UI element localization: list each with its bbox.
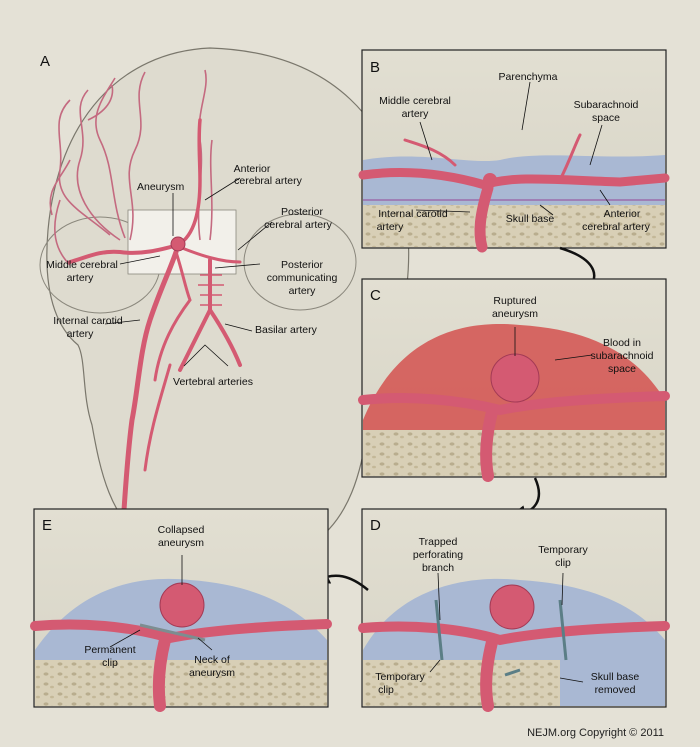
label-internal-carotid-a2: artery (67, 328, 95, 340)
label-posterior-comm-a1: Posterior (281, 259, 324, 271)
label-blood-3: space (608, 363, 636, 375)
label-collapsed-1: Collapsed (158, 524, 205, 536)
major-arteries (68, 118, 242, 513)
panel-d-clips (434, 599, 568, 677)
panel-b: B Parenchyma Middle cerebral artery Suba… (358, 49, 670, 253)
label-permanent-2: clip (102, 657, 118, 669)
label-trapped-3: branch (422, 562, 454, 574)
label-trapped-1: Trapped (419, 536, 458, 548)
panel-e-letter: E (42, 517, 52, 534)
label-collapsed-2: aneurysm (158, 537, 204, 549)
panel-d-skull-removed (560, 660, 665, 706)
panel-c-letter: C (370, 287, 381, 304)
panel-c-skull-base (363, 430, 665, 476)
panel-c-ruptured-aneurysm (490, 353, 540, 403)
panel-d: D Trapped perforating branch Temporary c… (358, 508, 670, 712)
panel-d-letter: D (370, 517, 381, 534)
label-parenchyma: Parenchyma (499, 71, 558, 83)
panel-b-skull-base (363, 205, 665, 247)
label-aneurysm: Aneurysm (137, 181, 185, 193)
panel-c-arteries (358, 391, 670, 482)
panel-d-skull-base (363, 660, 560, 706)
label-basilar: Basilar artery (255, 324, 318, 336)
copyright-notice: NEJM.org Copyright © 2011 (527, 727, 664, 739)
label-posterior-cerebral-a2: cerebral artery (264, 219, 332, 231)
label-neck-1: Neck of (194, 654, 230, 666)
panel-e: E Collapsed aneurysm Permanent clip Neck… (30, 508, 332, 712)
panel-d-aneurysm (489, 584, 535, 630)
label-vertebral: Vertebral arteries (173, 376, 253, 388)
panel-e-collapsed-aneurysm (159, 582, 205, 628)
label-neck-2: aneurysm (189, 667, 235, 679)
label-internal-carotid-b1: Internal carotid (378, 208, 448, 220)
panel-a: A (39, 47, 410, 546)
label-skull-removed-1: Skull base (591, 671, 640, 683)
panel-c-leaders (514, 327, 593, 361)
label-posterior-comm-a3: artery (289, 285, 317, 297)
label-temp-clip-top-1: Temporary (538, 544, 588, 556)
label-subarachnoid-b2: space (592, 112, 620, 124)
label-anterior-cerebral-a1: Anterior (234, 163, 271, 175)
label-skull-removed-2: removed (595, 684, 636, 696)
label-blood-2: subarachnoid (590, 350, 653, 362)
label-middle-cerebral-b1: Middle cerebral (379, 95, 451, 107)
panel-b-letter: B (370, 59, 380, 76)
label-ruptured-2: aneurysm (492, 308, 538, 320)
panel-a-letter: A (40, 53, 50, 70)
label-temp-clip-bottom-1: Temporary (375, 671, 425, 683)
panel-b-arteries (358, 133, 670, 253)
label-skull-base-b: Skull base (506, 213, 555, 225)
label-trapped-2: perforating (413, 549, 463, 561)
label-temp-clip-top-2: clip (555, 557, 571, 569)
right-orbit (243, 213, 357, 311)
panel-b-aneurysm (483, 173, 497, 187)
skull-outline (46, 47, 410, 546)
panel-e-skull-base (35, 660, 327, 706)
label-ruptured-1: Ruptured (493, 295, 536, 307)
basilar-branches (198, 274, 224, 306)
panel-d-leaders (429, 572, 584, 683)
label-posterior-comm-a2: communicating (267, 272, 338, 284)
panel-b-leaders (415, 81, 611, 216)
label-subarachnoid-b1: Subarachnoid (574, 99, 639, 111)
label-posterior-cerebral-a1: Posterior (281, 206, 324, 218)
panel-d-arteries (358, 621, 670, 712)
panel-e-leaders (109, 555, 213, 651)
label-permanent-1: Permanent (84, 644, 135, 656)
label-anterior-cerebral-b2: cerebral artery (582, 221, 650, 233)
label-internal-carotid-b2: artery (377, 221, 405, 233)
label-blood-1: Blood in (603, 337, 641, 349)
label-anterior-cerebral-a2: cerebral artery (234, 175, 302, 187)
aneurysm-dot (170, 236, 186, 252)
panel-c: C Ruptured aneurysm Blood in subarachnoi… (358, 278, 670, 482)
label-middle-cerebral-a2: artery (67, 272, 95, 284)
label-temp-clip-bottom-2: clip (378, 684, 394, 696)
panel-e-arteries (30, 619, 332, 712)
panel-e-permanent-clip (139, 623, 206, 642)
label-internal-carotid-a1: Internal carotid (53, 315, 123, 327)
label-middle-cerebral-b2: artery (402, 108, 430, 120)
label-middle-cerebral-a1: Middle cerebral (46, 259, 118, 271)
label-anterior-cerebral-b1: Anterior (604, 208, 641, 220)
panel-a-leaders (104, 177, 273, 367)
